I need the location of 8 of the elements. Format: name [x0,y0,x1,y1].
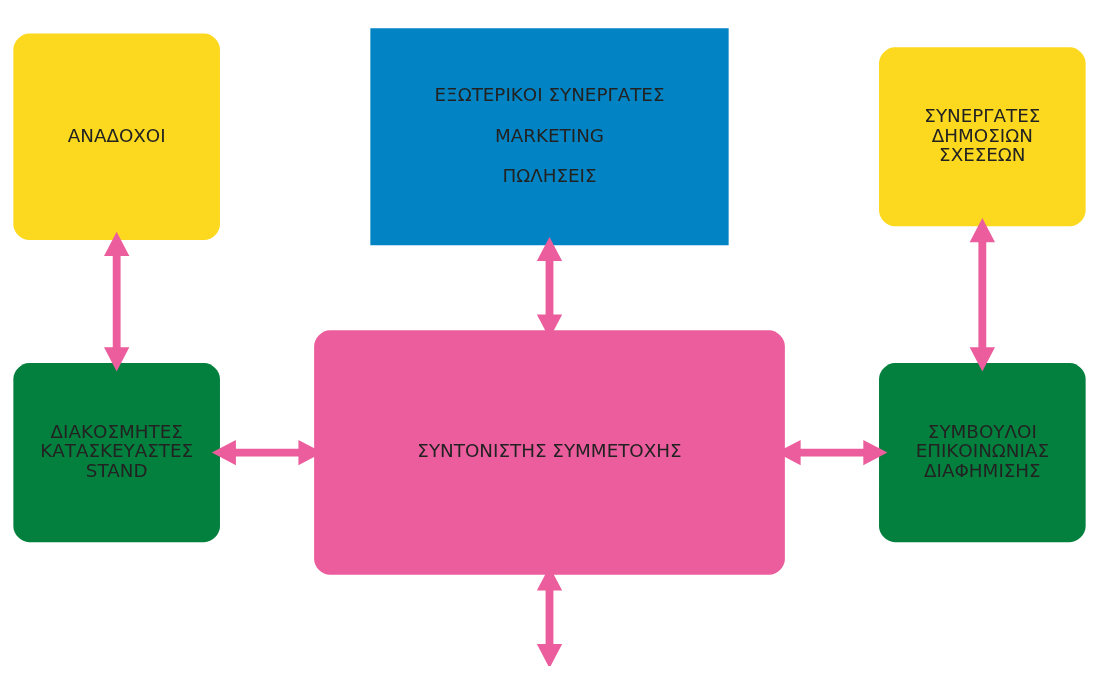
node-box: ΣΥΝΕΡΓΑΤΕΣ ΔΗΜΟΣΙΩΝ ΣΧΕΣΕΩΝ [879,46,1086,226]
node-box: ΕΞΩΤΕΡΙΚΟΙ ΣΥΝΕΡΓΑΤΕΣ MARKETING ΠΩΛΗΣΕΙΣ [370,27,729,245]
node-box: ΣΥΜΒΟΥΛΟΙ ΕΠΙΚΟΙΝΩΝΙΑΣ ΔΙΑΦΗΜΙΣΗΣ [879,362,1086,542]
node-box: ΔΙΑΚΟΣΜΗΤΕΣ ΚΑΤΑΣΚΕΥΑΣΤΕΣ STAND [13,362,220,542]
arrow [969,217,995,371]
node-box: ΣΥΝΤΟΝΙΣΤΗΣ ΣΥΜΜΕΤΟΧΗΣ [314,329,785,575]
arrow [104,231,130,371]
node-box: ΑΝΑΔΟΧΟΙ [13,32,220,240]
